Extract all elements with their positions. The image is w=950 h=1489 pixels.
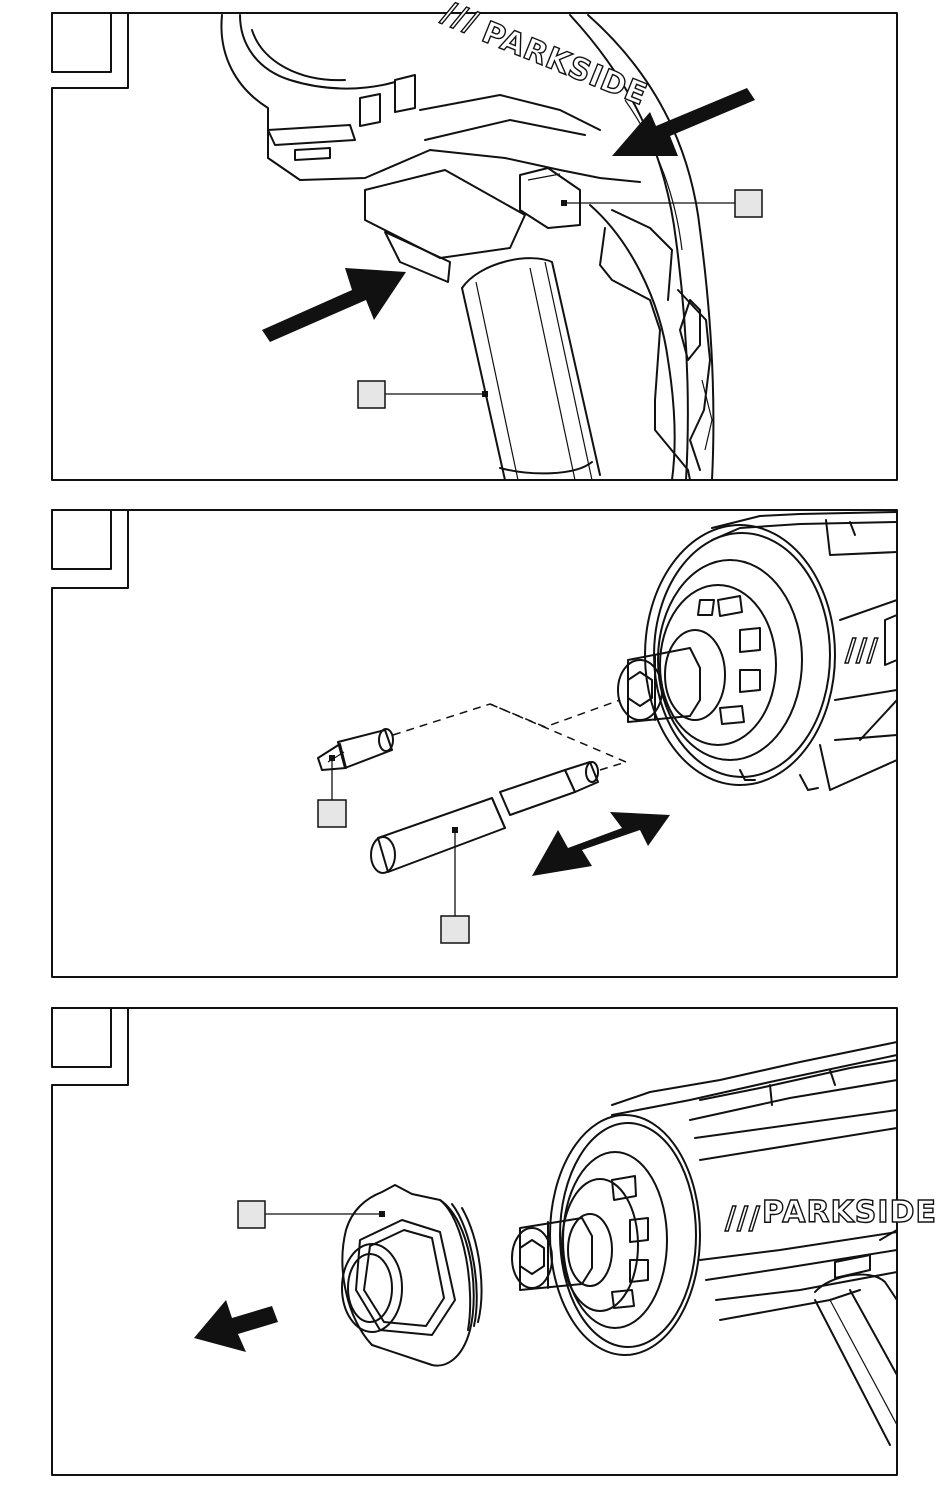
remove-arrow-icon xyxy=(194,1300,278,1352)
alignment-line xyxy=(393,700,620,735)
screwdriver-bit xyxy=(318,729,393,770)
callout-box xyxy=(358,381,385,408)
brand-logo: PARKSIDE xyxy=(762,1195,937,1230)
release-button xyxy=(520,168,580,228)
callout-box xyxy=(318,800,346,827)
brand-mark: /// xyxy=(437,0,483,41)
callout-box xyxy=(441,916,469,943)
callout-box xyxy=(238,1201,265,1228)
slide-arrow-icon xyxy=(262,268,406,342)
panel-3: /// PARKSIDE xyxy=(52,1008,937,1475)
panel-2-number-box xyxy=(52,510,111,569)
callout-box xyxy=(735,190,762,217)
panel-3-number-box xyxy=(52,1008,111,1067)
battery-latch xyxy=(365,170,525,258)
panel-1: PARKSIDE /// xyxy=(52,0,897,480)
alignment-line xyxy=(600,762,626,770)
chuck-cap xyxy=(342,1185,481,1366)
alignment-line xyxy=(490,704,626,762)
screwdriver-chuck: /// xyxy=(618,512,897,790)
brand-mark: /// xyxy=(725,1201,761,1236)
double-arrow-icon xyxy=(532,812,670,876)
screwdriver-front: /// PARKSIDE xyxy=(512,1042,937,1445)
brand-logo: PARKSIDE xyxy=(477,15,652,113)
battery-handle xyxy=(462,258,600,475)
screwdriver-body-top: PARKSIDE /// xyxy=(221,0,713,480)
panel-2: /// xyxy=(52,510,897,977)
panel-1-frame xyxy=(52,13,897,480)
brand-mark: /// xyxy=(845,633,878,668)
panel-1-number-box xyxy=(52,13,111,72)
